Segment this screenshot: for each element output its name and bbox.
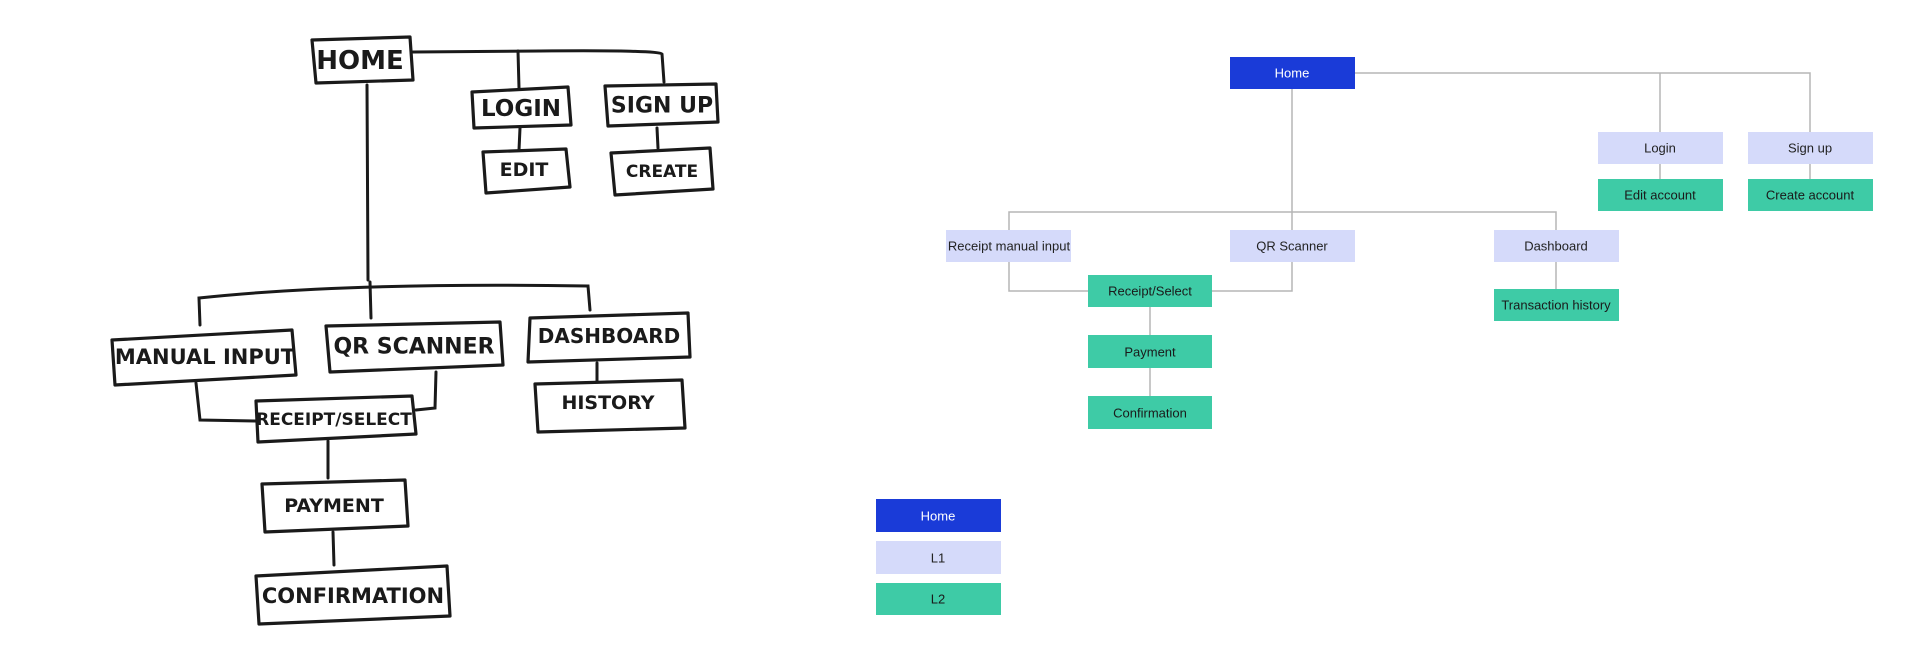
diagram-node-confirmation[interactable]: Confirmation xyxy=(1088,396,1212,429)
diagram-label-dashboard: Dashboard xyxy=(1524,239,1588,254)
sketch-line-home-branches xyxy=(411,49,666,84)
sketch-node-dashboard: DASHBOARD xyxy=(526,311,692,364)
sketch-node-history: HISTORY xyxy=(533,378,687,434)
legend-item-l1: L1 xyxy=(876,541,1001,574)
sketch-label-qr-scanner: QR SCANNER xyxy=(333,335,494,360)
diagram-label-qr-scanner: QR Scanner xyxy=(1256,239,1328,254)
sketch-label-payment: PAYMENT xyxy=(284,495,384,517)
digital-sitemap: Home Login Sign up Edit account Create a… xyxy=(946,57,1873,429)
legend-label-l1: L1 xyxy=(931,551,945,566)
sketch-node-payment: PAYMENT xyxy=(260,478,410,534)
sketch-label-confirmation: CONFIRMATION xyxy=(262,584,444,608)
sketch-line-manual-receipt xyxy=(194,381,258,423)
legend: Home L1 L2 xyxy=(876,499,1001,615)
sketch-label-receipt-select: RECEIPT/SELECT xyxy=(256,410,412,430)
sketch-label-create: CREATE xyxy=(626,162,698,182)
diagram-label-confirmation: Confirmation xyxy=(1113,406,1187,421)
sketch-label-edit: EDIT xyxy=(500,159,549,181)
diagram-line-home-signup xyxy=(1355,72,1811,132)
sketch-line-bus xyxy=(197,283,592,327)
diagram-label-home: Home xyxy=(1275,66,1310,81)
diagram-node-transaction-history[interactable]: Transaction history xyxy=(1494,289,1619,321)
sketch-line-bus-qr xyxy=(368,280,373,320)
diagram-node-receipt-select[interactable]: Receipt/Select xyxy=(1088,275,1212,307)
sketch-node-manual-input: MANUAL INPUT xyxy=(110,328,298,387)
diagram-node-qr-scanner[interactable]: QR Scanner xyxy=(1230,230,1355,262)
diagram-label-receipt-select: Receipt/Select xyxy=(1108,284,1192,299)
legend-label-home: Home xyxy=(921,509,956,524)
sketch-label-login: LOGIN xyxy=(481,96,561,122)
diagram-label-signup: Sign up xyxy=(1788,141,1832,156)
sketch-label-home: HOME xyxy=(316,46,404,76)
diagram-node-payment[interactable]: Payment xyxy=(1088,335,1212,368)
sketch-line-login-edit xyxy=(517,126,522,152)
sketch-label-history: HISTORY xyxy=(561,392,654,414)
sketch-connectors xyxy=(194,49,666,567)
diagram-node-signup[interactable]: Sign up xyxy=(1748,132,1873,164)
sketch-line-payment-confirmation xyxy=(331,530,336,567)
diagram-node-dashboard[interactable]: Dashboard xyxy=(1494,230,1619,262)
diagram-label-login: Login xyxy=(1644,141,1676,156)
diagram-node-receipt-manual-input[interactable]: Receipt manual input xyxy=(946,230,1071,262)
diagram-label-edit-account: Edit account xyxy=(1624,188,1696,203)
sketch-line-signup-create xyxy=(655,126,660,150)
sketch-node-qr-scanner: QR SCANNER xyxy=(324,320,505,374)
legend-label-l2: L2 xyxy=(931,592,945,607)
diagram-label-payment: Payment xyxy=(1124,345,1176,360)
sketch-label-dashboard: DASHBOARD xyxy=(538,324,680,348)
sketch-node-signup: SIGN UP xyxy=(603,82,720,128)
sketch-node-create: CREATE xyxy=(609,146,715,197)
diagram-label-receipt-manual-input: Receipt manual input xyxy=(948,239,1071,254)
sketch-node-confirmation: CONFIRMATION xyxy=(254,564,452,626)
sketch-line-home-login xyxy=(516,49,521,90)
sketch-line-home-down xyxy=(365,83,370,282)
legend-item-l2: L2 xyxy=(876,583,1001,615)
legend-item-home: Home xyxy=(876,499,1001,532)
diagram-label-transaction-history: Transaction history xyxy=(1501,298,1611,313)
diagram-line-l1-bus xyxy=(1008,211,1557,230)
sketch-node-receipt-select: RECEIPT/SELECT xyxy=(254,394,418,444)
sketch-node-login: LOGIN xyxy=(470,85,573,130)
sketch-line-qr-receipt xyxy=(414,370,438,412)
diagram-node-edit-account[interactable]: Edit account xyxy=(1598,179,1723,211)
diagram-line-manual-receipt xyxy=(1008,262,1088,292)
diagram-node-create-account[interactable]: Create account xyxy=(1748,179,1873,211)
diagram-line-qr-receipt xyxy=(1212,262,1293,292)
diagram-connectors xyxy=(1008,72,1811,396)
sketch-label-manual-input: MANUAL INPUT xyxy=(115,345,296,369)
hand-drawn-sketch: HOME LOGIN SIGN UP EDIT CREATE MANUAL IN… xyxy=(110,35,720,626)
diagram-node-home[interactable]: Home xyxy=(1230,57,1355,89)
diagram-label-create-account: Create account xyxy=(1766,188,1855,203)
sketch-node-edit: EDIT xyxy=(481,147,572,195)
diagram-node-login[interactable]: Login xyxy=(1598,132,1723,164)
sketch-label-signup: SIGN UP xyxy=(611,94,713,119)
sketch-node-home: HOME xyxy=(310,35,415,85)
